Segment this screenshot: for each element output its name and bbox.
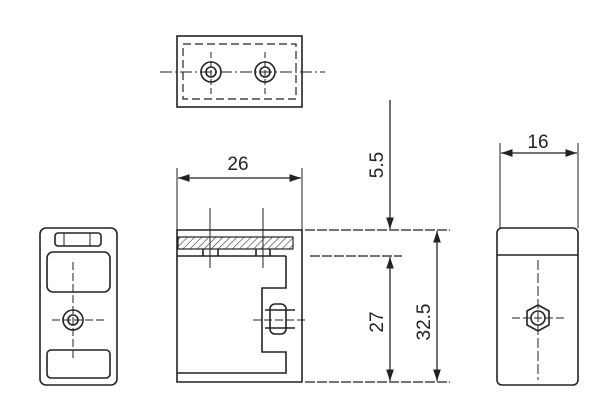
screw-hole-icon	[254, 61, 276, 83]
screw-hole-icon	[200, 61, 222, 83]
top-view	[160, 35, 325, 108]
hex-nut-icon	[526, 304, 550, 332]
screw-head-icon	[62, 309, 84, 331]
dimension-inner-height: 27	[367, 311, 388, 332]
left-view	[39, 227, 118, 386]
dimension-total-height: 32.5	[414, 304, 435, 341]
dimension-width: 26	[227, 154, 248, 175]
front-view	[176, 100, 450, 383]
right-view	[496, 143, 579, 386]
dimension-depth: 16	[527, 132, 548, 153]
dimension-top-gap: 5.5	[367, 152, 388, 178]
